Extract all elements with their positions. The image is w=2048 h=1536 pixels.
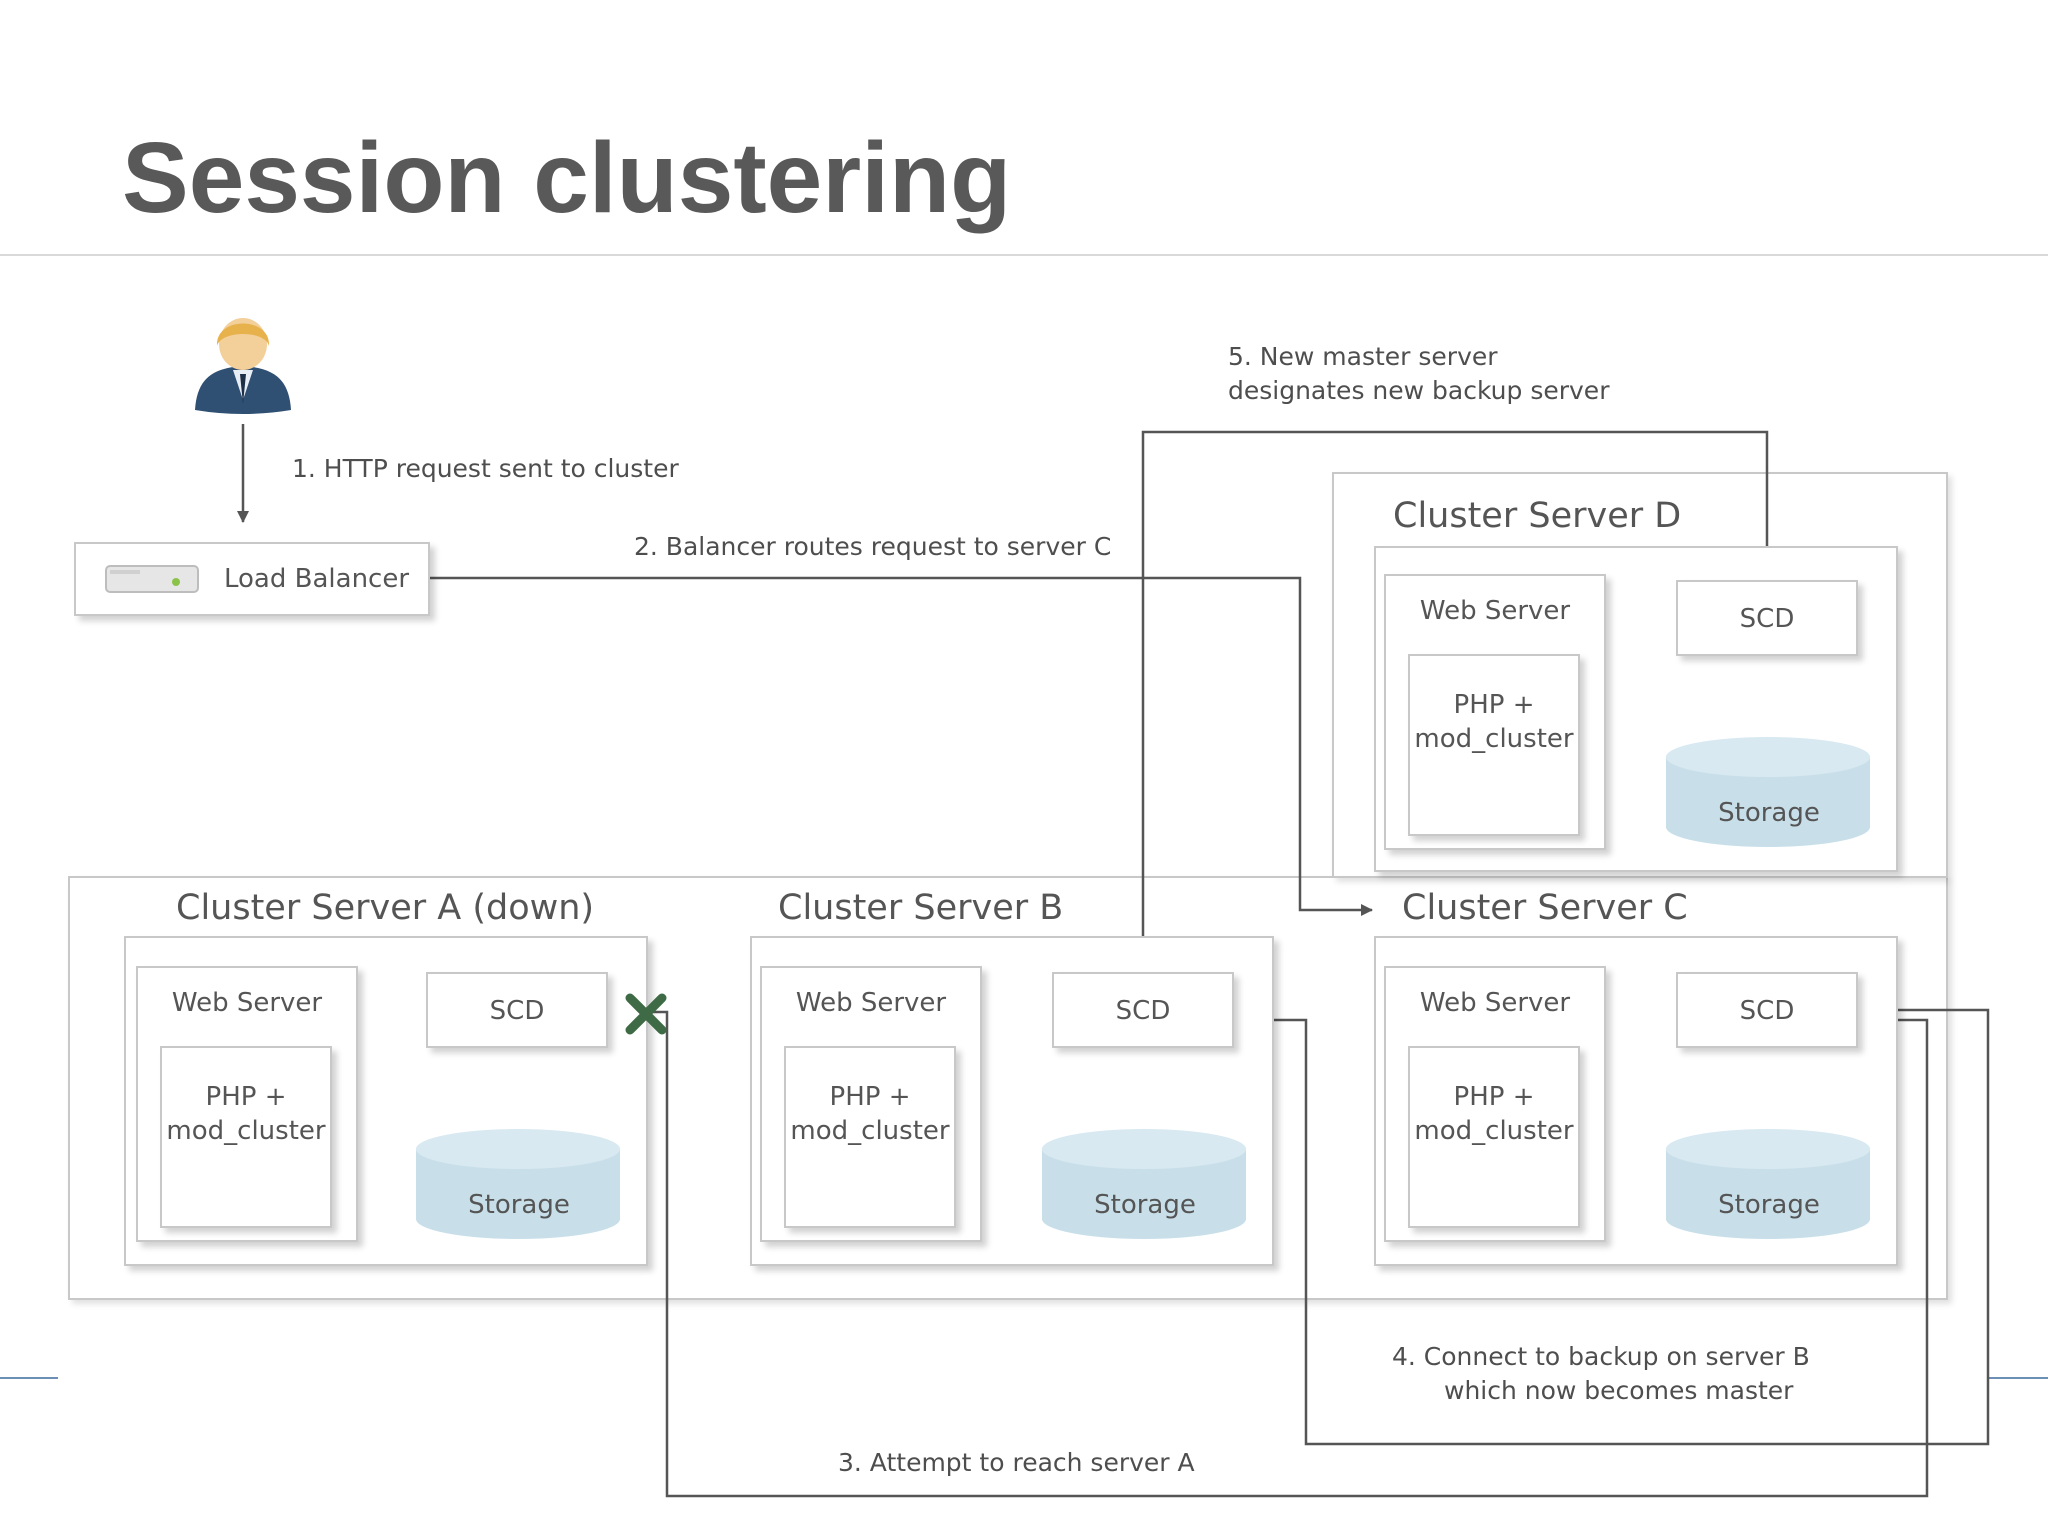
cluster-group-top bbox=[1332, 472, 1948, 878]
server-b-scd: SCD bbox=[1052, 972, 1234, 1048]
storage-icon bbox=[1666, 737, 1870, 847]
step5-note-line2: designates new backup server bbox=[1228, 376, 1610, 405]
server-d-storage-label: Storage bbox=[1718, 798, 1820, 828]
server-b-web-label: Web Server bbox=[795, 988, 947, 1018]
server-a-scd: SCD bbox=[426, 972, 608, 1048]
arrow-b-scd-to-d-scd bbox=[1141, 430, 1773, 972]
right-accent-line bbox=[1988, 1377, 2048, 1379]
server-c-storage-label: Storage bbox=[1718, 1190, 1820, 1220]
server-b-title: Cluster Server B bbox=[778, 888, 1064, 928]
step5-note-line1: 5. New master server bbox=[1228, 342, 1498, 371]
server-b-storage-label: Storage bbox=[1094, 1190, 1196, 1220]
server-icon bbox=[105, 565, 199, 593]
server-b-php-box: PHP + mod_cluster bbox=[784, 1046, 956, 1228]
server-c-title: Cluster Server C bbox=[1402, 888, 1688, 928]
storage-icon bbox=[416, 1129, 620, 1239]
server-b-scd-label: SCD bbox=[1115, 996, 1171, 1026]
server-a-php-line2: mod_cluster bbox=[166, 1116, 326, 1146]
left-accent-line bbox=[0, 1377, 58, 1379]
step2-note: 2. Balancer routes request to server C bbox=[634, 532, 1112, 561]
storage-icon bbox=[1042, 1129, 1246, 1239]
step4-note-line2: which now becomes master bbox=[1444, 1376, 1794, 1405]
server-d-scd-label: SCD bbox=[1739, 604, 1795, 634]
server-c-web-label: Web Server bbox=[1419, 988, 1571, 1018]
cluster-group-bottom bbox=[68, 876, 1948, 1300]
server-c-php-box: PHP + mod_cluster bbox=[1408, 1046, 1580, 1228]
server-d-php-line1: PHP + bbox=[1453, 690, 1535, 720]
storage-icon bbox=[1666, 1129, 1870, 1239]
server-a-scd-label: SCD bbox=[489, 996, 545, 1026]
server-b-php-line2: mod_cluster bbox=[790, 1116, 950, 1146]
server-c-php-line1: PHP + bbox=[1453, 1082, 1535, 1112]
title-divider bbox=[0, 254, 2048, 256]
page-title: Session clustering bbox=[122, 122, 1012, 234]
server-c-scd-label: SCD bbox=[1739, 996, 1795, 1026]
server-a-title: Cluster Server A (down) bbox=[176, 888, 595, 928]
step4-note-line1: 4. Connect to backup on server B bbox=[1392, 1342, 1810, 1371]
load-balancer-box: Load Balancer bbox=[74, 542, 430, 616]
server-c-php-line2: mod_cluster bbox=[1414, 1116, 1574, 1146]
server-d-php-line2: mod_cluster bbox=[1414, 724, 1574, 754]
server-d-scd: SCD bbox=[1676, 580, 1858, 656]
server-d-php-box: PHP + mod_cluster bbox=[1408, 654, 1580, 836]
arrow-c-scd-to-a-scd bbox=[611, 1006, 1929, 1498]
failure-x-icon bbox=[625, 993, 667, 1035]
step3-note: 3. Attempt to reach server A bbox=[838, 1448, 1195, 1477]
server-d-web-label: Web Server bbox=[1419, 596, 1571, 626]
arrow-balancer-to-server-c bbox=[430, 576, 1373, 916]
server-a-web-label: Web Server bbox=[171, 988, 323, 1018]
server-a-php-box: PHP + mod_cluster bbox=[160, 1046, 332, 1228]
server-a-storage-label: Storage bbox=[468, 1190, 570, 1220]
load-balancer-label: Load Balancer bbox=[224, 564, 410, 594]
server-a-php-line1: PHP + bbox=[205, 1082, 287, 1112]
server-d-title: Cluster Server D bbox=[1393, 496, 1682, 536]
arrow-c-scd-to-b-scd bbox=[1237, 1008, 1990, 1446]
server-c-scd: SCD bbox=[1676, 972, 1858, 1048]
server-b-php-line1: PHP + bbox=[829, 1082, 911, 1112]
step1-note: 1. HTTP request sent to cluster bbox=[292, 454, 679, 483]
